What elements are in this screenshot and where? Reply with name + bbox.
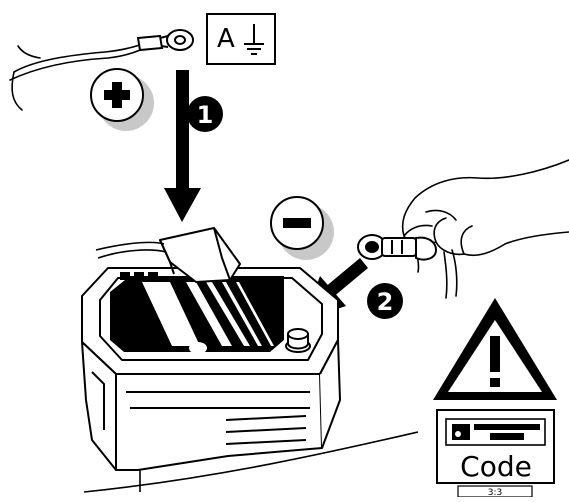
step-2-badge: 2: [367, 283, 403, 319]
svg-text:A: A: [217, 24, 235, 54]
arrow-step-1: [164, 70, 201, 222]
hand: [401, 159, 569, 257]
warning-triangle-icon: [433, 298, 557, 400]
negative-terminal-icon: [270, 196, 334, 260]
step-1-badge: 1: [187, 96, 223, 132]
radio-code-icon: Code: [436, 409, 555, 484]
ring-terminal: [136, 29, 194, 52]
terminal-cover: [95, 227, 241, 283]
positive-terminal-icon: [90, 68, 154, 131]
svg-text:3:3: 3:3: [488, 488, 502, 497]
ground-symbol-icon: A: [206, 13, 276, 65]
surface-line: [83, 431, 419, 493]
clamp-terminal: [357, 234, 438, 261]
svg-text:2: 2: [377, 288, 394, 316]
code-label: Code: [460, 450, 532, 483]
positive-cable: [9, 41, 151, 111]
battery-top-panel: [110, 272, 284, 354]
negative-post: [285, 328, 311, 353]
page-ref-box: 3:3: [457, 485, 533, 498]
svg-text:1: 1: [197, 101, 214, 129]
